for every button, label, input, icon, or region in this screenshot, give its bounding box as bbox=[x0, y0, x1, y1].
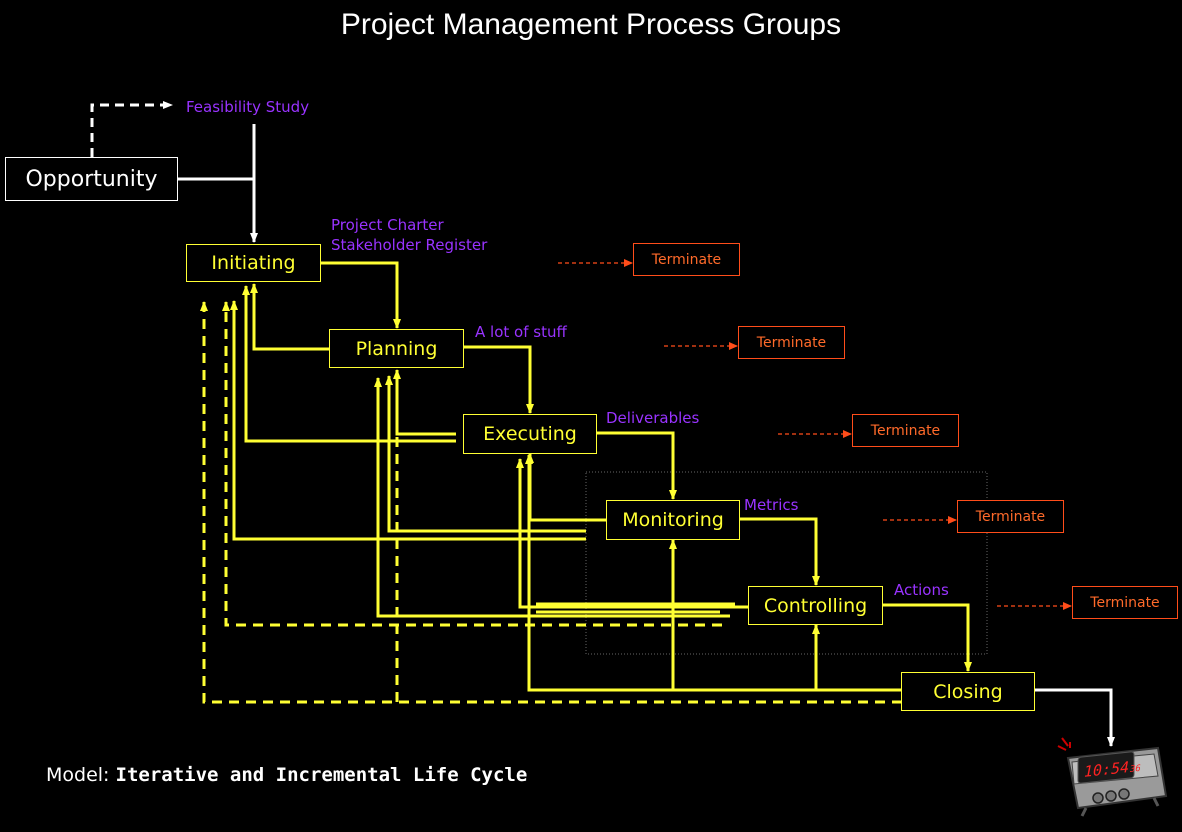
node-executing[interactable]: Executing bbox=[463, 414, 597, 454]
model-caption-name: Iterative and Incremental Life Cycle bbox=[115, 764, 528, 786]
monitoring-controlling-region bbox=[585, 471, 988, 655]
feedback-flow bbox=[230, 283, 902, 692]
dashed-feedback bbox=[200, 301, 902, 704]
clock-seconds: 36 bbox=[1129, 764, 1141, 775]
node-planning[interactable]: Planning bbox=[329, 329, 464, 368]
node-controlling[interactable]: Controlling bbox=[748, 586, 883, 625]
terminate-box[interactable]: Terminate bbox=[1072, 586, 1178, 619]
label-deliverables: Deliverables bbox=[606, 409, 700, 427]
model-caption-prefix: Model: bbox=[46, 764, 110, 786]
clock-time: 10:54 bbox=[1084, 758, 1129, 781]
terminate-box[interactable]: Terminate bbox=[633, 243, 740, 276]
terminate-box[interactable]: Terminate bbox=[852, 414, 959, 447]
node-monitoring[interactable]: Monitoring bbox=[606, 500, 740, 540]
label-a-lot-of-stuff: A lot of stuff bbox=[475, 323, 567, 341]
forward-flow bbox=[320, 261, 972, 672]
label-feasibility-study: Feasibility Study bbox=[186, 98, 310, 116]
white-connectors bbox=[90, 101, 1115, 747]
label-actions: Actions bbox=[894, 581, 949, 599]
node-opportunity[interactable]: Opportunity bbox=[5, 157, 178, 201]
terminate-connectors bbox=[558, 259, 1072, 610]
node-initiating[interactable]: Initiating bbox=[186, 244, 321, 282]
terminate-box[interactable]: Terminate bbox=[738, 326, 845, 359]
label-project-charter: Project Charter bbox=[331, 216, 444, 234]
label-metrics: Metrics bbox=[744, 496, 799, 514]
node-closing[interactable]: Closing bbox=[901, 672, 1035, 711]
alarm-clock-icon: 10:54 36 bbox=[1057, 737, 1168, 817]
label-stakeholder-register: Stakeholder Register bbox=[331, 236, 488, 254]
terminate-box[interactable]: Terminate bbox=[957, 500, 1064, 533]
model-caption: Model: Iterative and Incremental Life Cy… bbox=[46, 764, 527, 786]
page-title: Project Management Process Groups bbox=[340, 8, 842, 41]
